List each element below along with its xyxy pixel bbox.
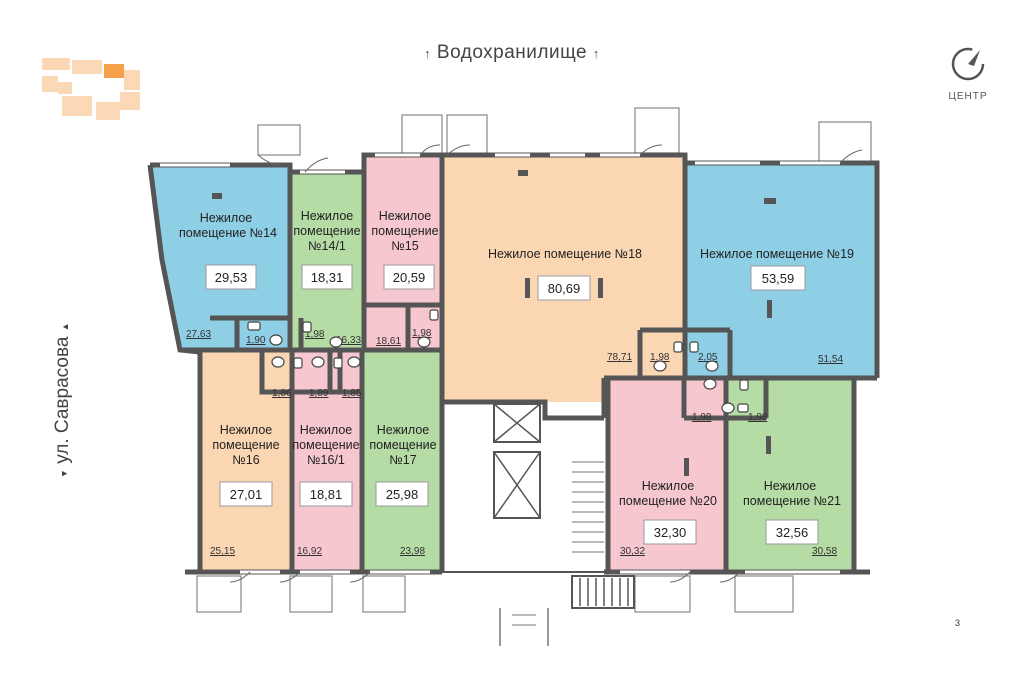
room-21-name-line1: Нежилое — [764, 479, 817, 493]
room-14-1-main-area: 16,33 — [336, 335, 361, 346]
room-16-name-line2: помещение — [212, 438, 279, 452]
room-21-main-area: 30,58 — [812, 546, 837, 557]
room-15-wc-area: 1,98 — [412, 328, 432, 339]
room-16-fill — [200, 352, 292, 572]
room-14-1[interactable]: Нежилое помещение №14/1 18,31 1,98 16,33 — [293, 209, 361, 346]
room-16-1-fill — [292, 352, 362, 572]
room-21[interactable]: Нежилое помещение №21 32,56 30,58 1,98 — [743, 412, 841, 557]
floor-plan: Нежилое помещение №14 29,53 27,63 1,90 Н… — [147, 107, 960, 646]
room-14-area: 29,53 — [215, 270, 248, 285]
room-14-1-name-line1: Нежилое — [301, 209, 354, 223]
room-21-name-line2: помещение №21 — [743, 494, 841, 508]
room-16-area: 27,01 — [230, 487, 263, 502]
sanitary-fixtures — [247, 309, 749, 414]
room-20-name-line1: Нежилое — [642, 479, 695, 493]
room-14-1-name-line3: №14/1 — [308, 239, 346, 253]
room-19-main-area: 51,54 — [818, 354, 843, 365]
room-17-main-area: 23,98 — [400, 546, 425, 557]
room-16-1[interactable]: Нежилое помещение №16/1 18,81 16,92 1,89 — [292, 388, 359, 557]
room-18[interactable]: Нежилое помещение №18 80,69 78,71 1,98 — [488, 170, 670, 363]
room-17-name-line1: Нежилое — [377, 423, 430, 437]
room-15[interactable]: Нежилое помещение №15 20,59 18,61 1,98 — [371, 209, 438, 347]
room-15-name-line2: помещение — [371, 224, 438, 238]
north-arrow-icon: ↑ — [592, 46, 600, 61]
room-17-name-line3: №17 — [389, 453, 416, 467]
room-18-area: 80,69 — [548, 281, 581, 296]
room-20-area: 32,30 — [654, 525, 687, 540]
room-20-name-line2: помещение №20 — [619, 494, 717, 508]
room-14-wc-area: 1,90 — [246, 335, 266, 346]
room-19-area: 53,59 — [762, 271, 795, 286]
room-14-fill — [150, 165, 290, 350]
room-20-wc-area: 1,98 — [692, 412, 712, 423]
room-17-area: 25,98 — [386, 487, 419, 502]
balconies — [196, 107, 872, 613]
building-location-minimap — [42, 58, 140, 120]
stair-core — [442, 402, 635, 646]
compass-label: ЦЕНТР — [948, 91, 988, 102]
room-16-main-area: 25,15 — [210, 546, 235, 557]
reservoir-title: Водохранилище — [436, 42, 588, 63]
windows — [160, 153, 840, 574]
room-20[interactable]: Нежилое помещение №20 32,30 30,32 1,98 — [619, 412, 717, 557]
room-20-main-area: 30,32 — [620, 546, 645, 557]
room-15-name-line3: №15 — [391, 239, 418, 253]
room-14-1-wc-area: 1,98 — [305, 329, 325, 340]
room-18-wc-area: 1,98 — [650, 352, 670, 363]
reservoir-direction-label: ↑ Водохранилище ↑ — [0, 42, 1024, 64]
room-21-wc-area: 1,98 — [748, 412, 768, 423]
room-21-area: 32,56 — [776, 525, 809, 540]
room-17-name-line2: помещение — [369, 438, 436, 452]
room-16-1-main-area: 16,92 — [297, 546, 322, 557]
room-15-area: 20,59 — [393, 270, 426, 285]
room-18-main-area: 78,71 — [607, 352, 632, 363]
room-16-wc-area: 1,86 — [272, 388, 292, 399]
room-14-name-line1: Нежилое — [200, 211, 253, 225]
center-compass: ЦЕНТР — [938, 44, 998, 102]
north-arrow-icon: ↑ — [424, 46, 432, 61]
room-16-1-name-line2: помещение — [292, 438, 359, 452]
room-19[interactable]: Нежилое помещение №19 53,59 2,05 51,54 — [698, 198, 854, 365]
room-17[interactable]: Нежилое помещение №17 25,98 23,98 1,85 — [342, 388, 437, 557]
door-swings — [229, 144, 863, 583]
corner-mark: 3 — [955, 618, 960, 628]
room-15-main-area: 18,61 — [376, 336, 401, 347]
room-16[interactable]: Нежилое помещение №16 27,01 25,15 1,86 — [210, 388, 292, 557]
compass-arrow-icon — [951, 47, 985, 81]
room-19-name: Нежилое помещение №19 — [700, 247, 854, 261]
room-16-name-line1: Нежилое — [220, 423, 273, 437]
room-17-wc-area: 1,85 — [342, 388, 362, 399]
room-16-1-name-line3: №16/1 — [307, 453, 345, 467]
room-16-1-name-line1: Нежилое — [300, 423, 353, 437]
room-14-name-line2: помещение №14 — [179, 226, 277, 240]
room-14-1-name-line2: помещение — [293, 224, 360, 238]
room-16-1-area: 18,81 — [310, 487, 343, 502]
room-15-fill — [364, 155, 442, 350]
room-19-wc-area: 2,05 — [698, 352, 718, 363]
room-17-fill — [362, 352, 442, 572]
room-14-1-area: 18,31 — [311, 270, 344, 285]
room-16-1-wc-area: 1,89 — [309, 388, 329, 399]
room-15-name-line1: Нежилое — [379, 209, 432, 223]
room-14[interactable]: Нежилое помещение №14 29,53 27,63 1,90 — [179, 193, 277, 346]
room-16-name-line3: №16 — [232, 453, 259, 467]
room-18-name: Нежилое помещение №18 — [488, 247, 642, 261]
room-14-main-area: 27,63 — [186, 329, 211, 340]
